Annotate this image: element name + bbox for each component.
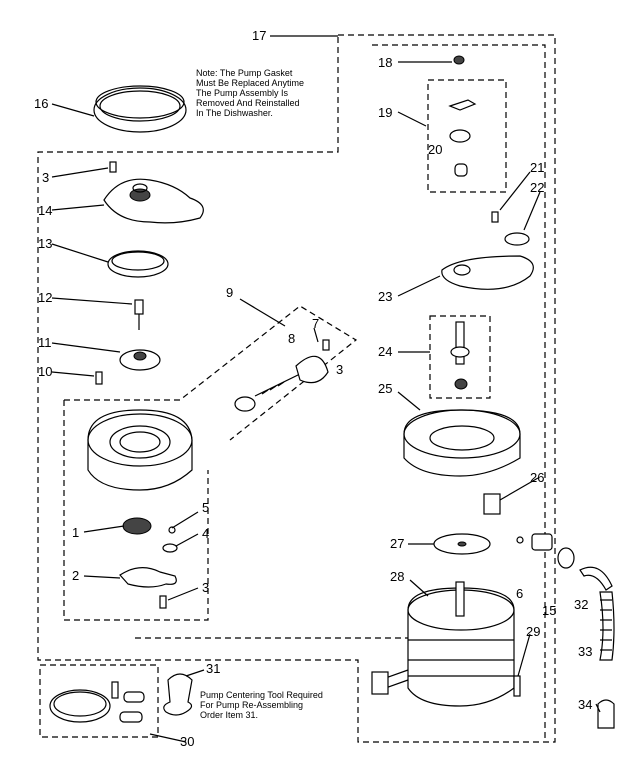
callout-29: 29 (526, 624, 540, 639)
callout-3a: 3 (42, 170, 49, 185)
gasket-note-line-4: Removed And Reinstalled (196, 98, 300, 108)
assembly-outlines (37, 34, 556, 743)
callout-2: 2 (72, 568, 79, 583)
callout-32: 32 (574, 597, 588, 612)
callout-20: 20 (428, 142, 442, 157)
callout-24: 24 (378, 344, 392, 359)
gasket-note-line-1: Note: The Pump Gasket (196, 68, 293, 78)
part-13-ring (107, 250, 169, 278)
callout-7: 7 (312, 316, 319, 331)
tool-note-line-1: Pump Centering Tool Required (200, 690, 323, 700)
callout-10: 10 (38, 364, 52, 379)
callout-12: 12 (38, 290, 52, 305)
pump-lower-parts (119, 517, 178, 609)
motor-upper-parts (441, 55, 534, 390)
part-16-gasket (93, 85, 187, 133)
callout-27: 27 (390, 536, 404, 551)
callout-9: 9 (226, 285, 233, 300)
gasket-note-line-2: Must Be Replaced Anytime (196, 78, 305, 88)
tool-note: Pump Centering Tool Required For Pump Re… (200, 690, 323, 720)
callout-19: 19 (378, 105, 392, 120)
callout-4: 4 (202, 526, 209, 541)
callout-11: 11 (38, 335, 52, 350)
part-11-impeller (119, 349, 161, 371)
part-25-motor-mount (403, 409, 521, 477)
hose-parts (516, 533, 615, 729)
callout-22: 22 (530, 180, 544, 195)
part-28-motor (371, 581, 521, 707)
callout-3c: 3 (202, 580, 209, 595)
pump-housing (87, 409, 193, 491)
part-9-valve-assembly (234, 339, 330, 412)
callout-13: 13 (38, 236, 52, 251)
callout-1: 1 (72, 525, 79, 540)
callout-5: 5 (202, 500, 209, 515)
callout-labels: 17 18 16 19 20 21 3 22 14 13 9 23 12 7 8… (34, 28, 592, 749)
callout-30: 30 (180, 734, 194, 749)
screws-left (95, 161, 144, 385)
callout-25: 25 (378, 381, 392, 396)
callout-21: 21 (530, 160, 544, 175)
callout-14: 14 (38, 203, 52, 218)
leader-lines (51, 35, 601, 743)
part-14-top-plate (103, 178, 204, 224)
tool-note-line-3: Order Item 31. (200, 710, 259, 720)
callout-15: 15 (542, 603, 556, 618)
callout-3b: 3 (336, 362, 343, 377)
gasket-note-line-3: The Pump Assembly Is (196, 88, 289, 98)
callout-34: 34 (578, 697, 592, 712)
callout-33: 33 (578, 644, 592, 659)
callout-16: 16 (34, 96, 48, 111)
tool-note-line-2: For Pump Re-Assembling (200, 700, 304, 710)
callout-17: 17 (252, 28, 266, 43)
parts-26-27 (433, 493, 501, 555)
callout-6: 6 (516, 586, 523, 601)
callout-28: 28 (390, 569, 404, 584)
callout-31: 31 (206, 661, 220, 676)
callout-26: 26 (530, 470, 544, 485)
callout-8: 8 (288, 331, 295, 346)
gasket-note: Note: The Pump Gasket Must Be Replaced A… (196, 68, 304, 118)
callout-23: 23 (378, 289, 392, 304)
gasket-note-line-5: In The Dishwasher. (196, 108, 273, 118)
callout-18: 18 (378, 55, 392, 70)
parts-30-31 (49, 673, 193, 723)
